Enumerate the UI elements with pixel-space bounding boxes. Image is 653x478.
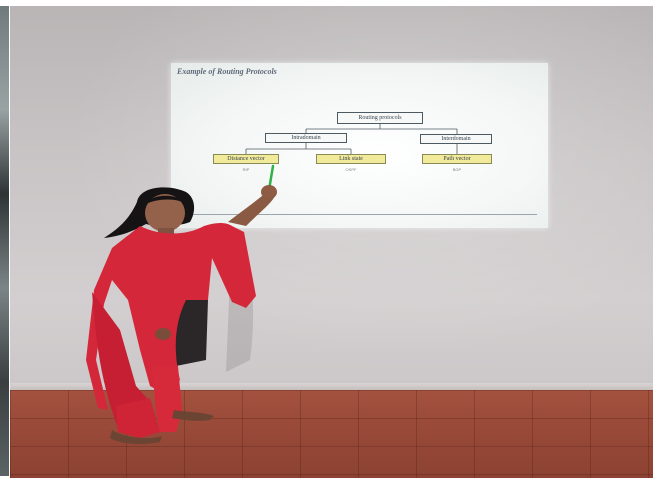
caption-ospf: OSPF: [345, 167, 357, 172]
tree-node-interdomain: Interdomain: [420, 134, 492, 144]
slide-footer-line: [177, 214, 537, 215]
right-foot: [172, 410, 214, 421]
dupatta: [86, 223, 256, 410]
left-edge-strip: [0, 6, 9, 476]
projected-slide: Example of Routing Protocols Routing pro…: [171, 63, 548, 228]
tree-leaf-link-state: Link state: [316, 154, 386, 164]
tree-connectors: [245, 124, 458, 154]
skirting-board: [10, 383, 653, 393]
tree-node-intradomain: Intradomain: [265, 133, 347, 143]
caption-rip: RIP: [242, 167, 250, 172]
raised-arm: [228, 189, 276, 226]
tree-leaf-path-vector: Path vector: [422, 154, 492, 164]
left-foot: [110, 430, 162, 445]
tree-node-root: Routing protocols: [337, 112, 423, 124]
pointing-hand: [261, 185, 277, 199]
tree-leaf-distance-vector: Distance vector: [213, 154, 279, 164]
caption-bgp: BGP: [452, 167, 462, 172]
slide-title: Example of Routing Protocols: [177, 67, 277, 76]
lowered-hand: [155, 328, 171, 340]
face: [145, 194, 185, 232]
